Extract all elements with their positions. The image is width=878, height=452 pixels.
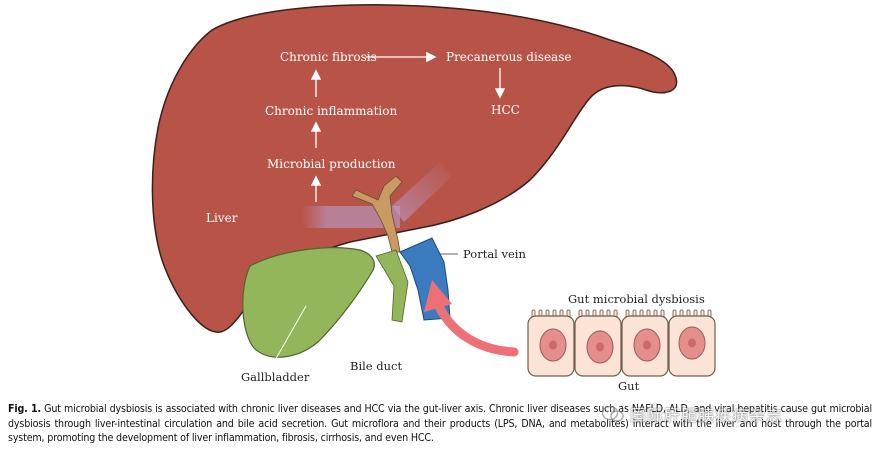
caption-figure-label: Fig. 1. (8, 403, 41, 415)
gallbladder-shape (242, 247, 375, 358)
gut-dysbiosis-title: Gut microbial dysbiosis (568, 292, 705, 306)
flow-precancerous-disease: Precanerous disease (446, 50, 571, 64)
liver-label: Liver (206, 211, 238, 225)
cell-nucleolus (549, 340, 557, 350)
flow-microbial-production: Microbial production (267, 157, 396, 171)
bile-duct-label: Bile duct (350, 359, 402, 373)
portal-vein-label: Portal vein (463, 247, 526, 261)
flow-chronic-inflammation: Chronic inflammation (265, 104, 397, 118)
gut-liver-axis-diagram: Liver Chronic fibrosis Precanerous disea… (151, 4, 716, 393)
gallbladder-leader (273, 305, 307, 363)
flow-hcc: HCC (491, 103, 520, 117)
wechat-watermark: 国际肝胆胰疾病杂志 (602, 402, 783, 426)
watermark-text: 国际肝胆胰疾病杂志 (630, 406, 784, 425)
microbe-flow-band-up (392, 162, 452, 222)
gallbladder-label: Gallbladder (241, 370, 310, 384)
caption-text: Gut microbial dysbiosis is associated wi… (8, 403, 872, 444)
gut-label: Gut (618, 379, 640, 393)
bile-duct-tree (351, 175, 403, 253)
liver-shape (151, 4, 678, 333)
wechat-icon (602, 405, 624, 422)
cell-nucleolus (643, 340, 651, 350)
gut-to-liver-arrowhead (424, 280, 452, 312)
gut-cell-row (527, 309, 716, 377)
flow-chronic-fibrosis: Chronic fibrosis (280, 50, 377, 64)
cystic-duct (375, 249, 409, 323)
figure-caption: Fig. 1. Gut microbial dysbiosis is assoc… (8, 402, 872, 446)
cell-nucleolus (688, 338, 696, 348)
bile-duct-leader (371, 291, 389, 357)
microbe-flow-band (302, 206, 400, 228)
gut-to-liver-arrow (431, 295, 519, 357)
cell-nucleolus (596, 342, 604, 352)
